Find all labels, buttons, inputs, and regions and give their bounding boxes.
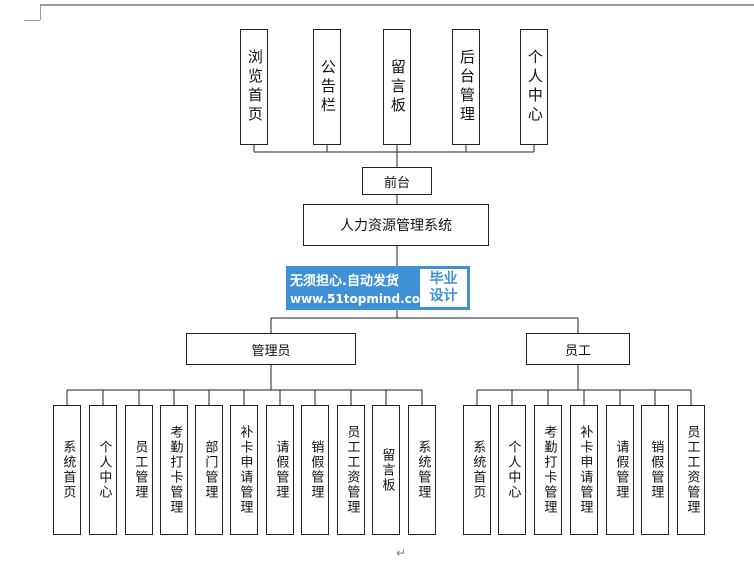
- employee-module-makeup-punch-management: 补卡申请管理: [570, 405, 598, 535]
- admin-module-leave-management: 请假管理: [266, 405, 294, 535]
- role-box-employee: 员工: [526, 333, 630, 365]
- module-box-browse-home: 浏览首页: [240, 29, 268, 145]
- watermark-badge-line1: 毕业: [429, 271, 458, 288]
- admin-module-personal-center: 个人中心: [89, 405, 117, 535]
- module-box-notice-board: 公告栏: [313, 29, 341, 145]
- admin-module-system-management: 系统管理: [408, 405, 436, 535]
- frontend-box: 前台: [362, 167, 432, 195]
- module-box-personal-center: 个人中心: [520, 29, 548, 145]
- watermark-badge-line2: 设计: [429, 288, 458, 304]
- watermark-badge: 毕业 设计: [420, 269, 467, 307]
- admin-module-system-home: 系统首页: [53, 405, 81, 535]
- admin-module-employee-management: 员工管理: [125, 405, 153, 535]
- employee-module-salary-management: 员工工资管理: [677, 405, 705, 535]
- admin-module-message-board: 留言板: [372, 405, 400, 535]
- employee-module-personal-center: 个人中心: [498, 405, 526, 535]
- system-title-box: 人力资源管理系统: [303, 204, 489, 246]
- module-box-message-board: 留言板: [383, 29, 411, 145]
- admin-module-attendance-management: 考勤打卡管理: [160, 405, 188, 535]
- employee-module-leave-cancel-management: 销假管理: [641, 405, 669, 535]
- module-box-backend-management: 后台管理: [452, 29, 480, 145]
- admin-module-department-management: 部门管理: [195, 405, 223, 535]
- admin-module-leave-cancel-management: 销假管理: [301, 405, 329, 535]
- watermark-url: www.51topmind.com: [290, 292, 433, 306]
- page-top-border: [40, 4, 754, 6]
- role-box-administrator: 管理员: [186, 333, 356, 365]
- employee-module-attendance-management: 考勤打卡管理: [534, 405, 562, 535]
- page-corner-mark: [40, 4, 41, 20]
- page-corner-mark: [24, 20, 40, 21]
- paragraph-mark: ↵: [396, 546, 407, 560]
- watermark-banner: 无须担心.自动发货 www.51topmind.com 毕业 设计: [286, 266, 470, 310]
- employee-module-system-home: 系统首页: [463, 405, 491, 535]
- employee-module-leave-management: 请假管理: [606, 405, 634, 535]
- watermark-slogan: 无须担心.自动发货: [290, 274, 399, 289]
- admin-module-salary-management: 员工工资管理: [337, 405, 365, 535]
- admin-module-makeup-punch-management: 补卡申请管理: [230, 405, 258, 535]
